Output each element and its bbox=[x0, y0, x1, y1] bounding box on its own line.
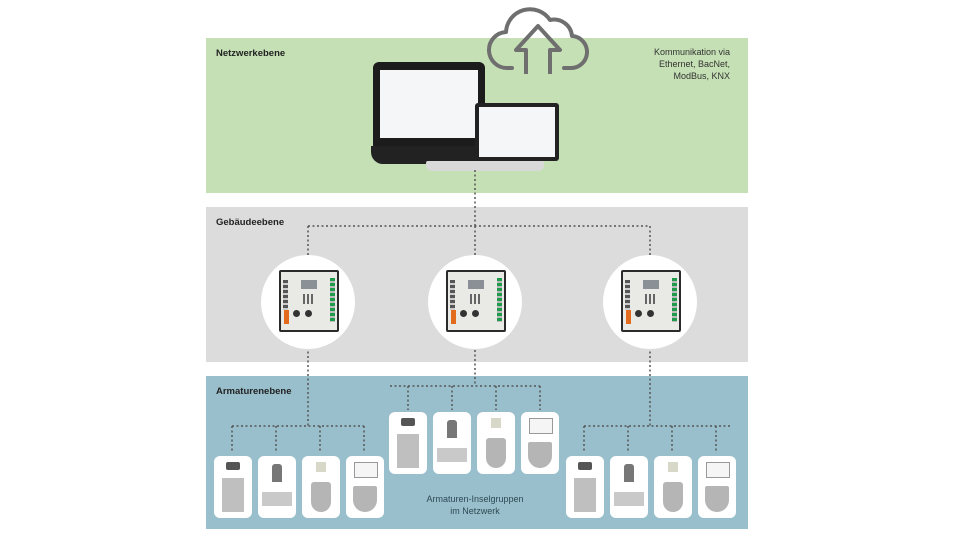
building-layer-title: Gebäudeebene bbox=[216, 217, 285, 228]
sensor-faucet-icon bbox=[433, 412, 471, 474]
communication-line-2: Ethernet, BacNet, bbox=[658, 59, 730, 69]
soap-dispenser-icon bbox=[389, 412, 427, 474]
controller-right bbox=[603, 255, 697, 349]
urinal-icon bbox=[654, 456, 692, 518]
communication-note: Kommunikation via Ethernet, BacNet, ModB… bbox=[654, 46, 730, 82]
controller-module-icon bbox=[279, 270, 339, 332]
urinal-icon bbox=[302, 456, 340, 518]
sensor-faucet-icon bbox=[258, 456, 296, 518]
sensor-faucet-icon bbox=[610, 456, 648, 518]
soap-dispenser-icon bbox=[214, 456, 252, 518]
cloud-upload-icon bbox=[486, 7, 589, 74]
fixture-caption-line-2: im Netzwerk bbox=[450, 506, 500, 516]
controller-module-icon bbox=[446, 270, 506, 332]
fixture-caption-line-1: Armaturen-Inselgruppen bbox=[426, 494, 524, 504]
controller-module-icon bbox=[621, 270, 681, 332]
toilet-icon bbox=[346, 456, 384, 518]
network-layer-title: Netzwerkebene bbox=[216, 48, 286, 59]
controller-center bbox=[428, 255, 522, 349]
soap-dispenser-icon bbox=[566, 456, 604, 518]
laptop-icon bbox=[475, 103, 559, 161]
controller-left bbox=[261, 255, 355, 349]
fixture-caption: Armaturen-Inselgruppen im Netzwerk bbox=[405, 493, 545, 517]
communication-line-1: Kommunikation via bbox=[653, 47, 730, 57]
laptop-base bbox=[426, 161, 544, 171]
toilet-icon bbox=[521, 412, 559, 474]
toilet-icon bbox=[698, 456, 736, 518]
urinal-icon bbox=[477, 412, 515, 474]
communication-line-3: ModBus, KNX bbox=[673, 71, 730, 81]
desktop-monitor-icon bbox=[371, 62, 487, 164]
fixture-layer-title: Armaturenebene bbox=[216, 386, 292, 397]
